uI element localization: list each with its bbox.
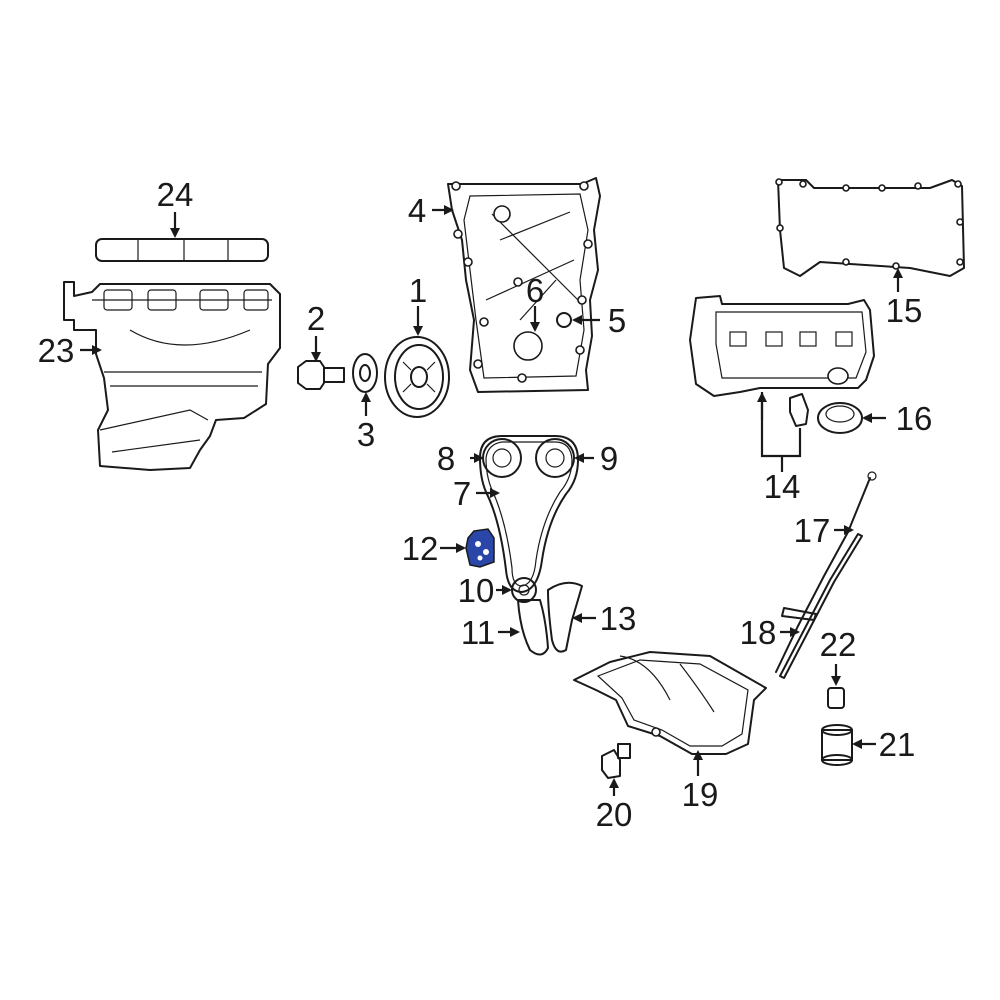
oil-filter-adapter-part[interactable] bbox=[827, 687, 845, 709]
callout-20[interactable]: 20 bbox=[596, 796, 633, 833]
callout-1[interactable]: 1 bbox=[409, 272, 427, 309]
crankshaft-damper-part[interactable] bbox=[384, 336, 450, 418]
callout-4[interactable]: 4 bbox=[408, 192, 426, 229]
intake-camshaft-sprocket-part[interactable] bbox=[482, 438, 522, 478]
dipstick-part[interactable] bbox=[775, 477, 871, 673]
callout-22[interactable]: 22 bbox=[820, 626, 857, 663]
callout-10[interactable]: 10 bbox=[458, 572, 495, 609]
intake-manifold-part[interactable] bbox=[63, 281, 281, 471]
callout-15[interactable]: 15 bbox=[886, 292, 923, 329]
callout-18[interactable]: 18 bbox=[740, 614, 777, 651]
timing-chain-guide-part[interactable] bbox=[517, 599, 549, 656]
oil-filler-cap-part[interactable] bbox=[817, 402, 863, 434]
callout-8[interactable]: 8 bbox=[437, 440, 455, 477]
callout-leaders bbox=[80, 205, 903, 796]
callout-19[interactable]: 19 bbox=[682, 776, 719, 813]
crankshaft-bolt-part[interactable] bbox=[297, 360, 345, 390]
callout-16[interactable]: 16 bbox=[896, 400, 933, 437]
callout-3[interactable]: 3 bbox=[357, 416, 375, 453]
oil-seal-part[interactable] bbox=[556, 312, 572, 328]
pcv-valve-part[interactable] bbox=[789, 393, 809, 427]
callout-7[interactable]: 7 bbox=[453, 475, 471, 512]
crankshaft-sprocket-part[interactable] bbox=[511, 577, 537, 603]
callout-labels: 24 23 2 3 1 4 5 6 8 9 7 12 10 11 13 14 1… bbox=[38, 176, 933, 833]
timing-chain-tensioner-arm-part[interactable] bbox=[547, 581, 583, 653]
oil-pan-part[interactable] bbox=[573, 651, 767, 755]
timing-chain-tensioner-part[interactable] bbox=[465, 528, 495, 568]
exhaust-camshaft-sprocket-part[interactable] bbox=[535, 438, 575, 478]
drain-plug-part[interactable] bbox=[601, 743, 631, 779]
timing-cover-part[interactable] bbox=[447, 177, 601, 393]
intake-manifold-gasket-part[interactable] bbox=[95, 238, 269, 262]
callout-14[interactable]: 14 bbox=[764, 468, 801, 505]
callout-9[interactable]: 9 bbox=[600, 440, 618, 477]
callout-6[interactable]: 6 bbox=[526, 272, 544, 309]
callout-5[interactable]: 5 bbox=[608, 302, 626, 339]
callout-17[interactable]: 17 bbox=[794, 512, 831, 549]
callout-21[interactable]: 21 bbox=[879, 726, 916, 763]
valve-cover-part[interactable] bbox=[689, 295, 875, 397]
callout-23[interactable]: 23 bbox=[38, 332, 75, 369]
callout-24[interactable]: 24 bbox=[157, 176, 194, 213]
callout-13[interactable]: 13 bbox=[600, 600, 637, 637]
oil-filter-part[interactable] bbox=[821, 724, 853, 766]
callout-2[interactable]: 2 bbox=[307, 300, 325, 337]
valve-cover-gasket-part[interactable] bbox=[775, 178, 965, 277]
timing-chain-part[interactable] bbox=[479, 435, 579, 593]
callout-11[interactable]: 11 bbox=[461, 614, 495, 651]
washer-part[interactable] bbox=[352, 353, 378, 393]
dipstick-tube-part[interactable] bbox=[779, 533, 863, 679]
callout-12[interactable]: 12 bbox=[402, 530, 439, 567]
